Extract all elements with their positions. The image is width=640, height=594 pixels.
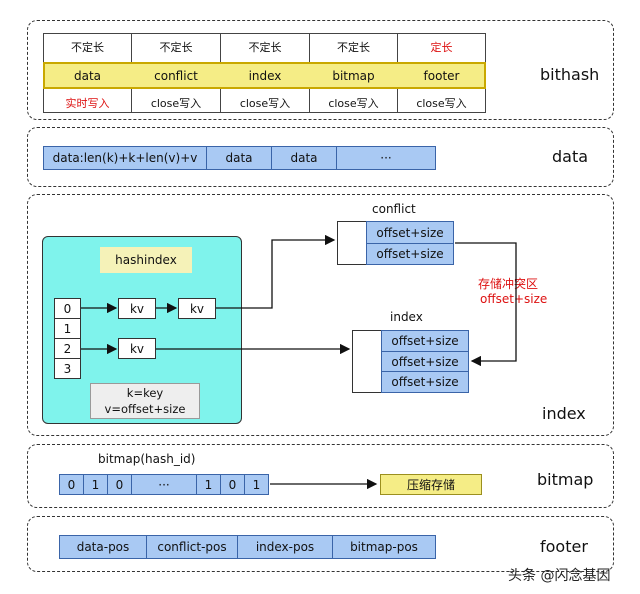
data-cell: data: [271, 146, 337, 170]
bithash-bottom-label: close写入: [150, 97, 202, 110]
index-row: offset+size: [381, 351, 469, 372]
footer-section: [27, 516, 614, 572]
index-section-label: index: [542, 404, 586, 423]
kv-node: kv: [118, 298, 156, 319]
bitmap-bit: 1: [196, 474, 221, 495]
data-cell: data: [206, 146, 272, 170]
bithash-cell-footer: footer: [423, 68, 460, 83]
bithash-top-label: 不定长: [71, 41, 104, 54]
footer-cell-conflict-pos: conflict-pos: [146, 535, 238, 559]
bithash-bottom-label: close写入: [239, 97, 291, 110]
bithash-section: [27, 20, 614, 120]
kv-node: kv: [178, 298, 216, 319]
data-section-label: data: [552, 147, 589, 166]
index-section: [27, 194, 614, 436]
bitmap-bit: 1: [83, 474, 108, 495]
bitmap-bit: 0: [107, 474, 132, 495]
bithash-cell-row: [43, 62, 486, 89]
bithash-cell-index: index: [248, 68, 282, 83]
footer-cell-bitmap-pos: bitmap-pos: [332, 535, 436, 559]
watermark-text: 头条 @闪念基因: [508, 568, 611, 584]
bithash-cell-conflict: conflict: [154, 68, 198, 83]
kv-legend: [90, 383, 200, 419]
footer-cell-data-pos: data-pos: [59, 535, 147, 559]
bitmap-bit: 1: [244, 474, 269, 495]
bitmap-bit: 0: [220, 474, 245, 495]
conflict-note-line1: 存储冲突区: [478, 277, 539, 291]
conflict-handle: [337, 221, 367, 265]
bithash-top-label: 不定长: [248, 41, 282, 54]
index-table-title: index: [390, 310, 423, 324]
bithash-top-label: 不定长: [159, 41, 193, 54]
conflict-row: offset+size: [366, 243, 454, 265]
bithash-section-label: bithash: [540, 65, 600, 84]
kv-node: kv: [118, 338, 156, 359]
arrow-conflict-index: [455, 242, 517, 367]
conflict-note-line2: offset+size: [480, 292, 548, 306]
footer-cell-index-pos: index-pos: [237, 535, 333, 559]
bitmap-section-label: bitmap: [537, 470, 594, 489]
bithash-top-label: 不定长: [337, 41, 370, 54]
bitmap-bit-ellipsis: ···: [131, 474, 197, 495]
conflict-row: offset+size: [366, 221, 454, 244]
bithash-top-line: [43, 33, 486, 34]
bithash-cell-bitmap: bitmap: [332, 68, 375, 83]
conflict-title: conflict: [372, 202, 416, 216]
index-row: offset+size: [381, 371, 469, 393]
bitmap-section: [27, 444, 614, 508]
compressed-storage: 压缩存储: [380, 474, 482, 495]
hashindex-title: hashindex: [100, 247, 192, 273]
kv-legend-line2: v=offset+size: [104, 402, 186, 416]
data-section: [27, 127, 614, 187]
bithash-top-label: 定长: [430, 41, 453, 54]
footer-section-label: footer: [540, 537, 588, 556]
hash-slot: 3: [54, 358, 81, 379]
bithash-bottom-label: 实时写入: [65, 97, 110, 110]
bitmap-title: bitmap(hash_id): [98, 452, 196, 466]
bithash-bottom-label: close写入: [416, 97, 467, 110]
bithash-cell-data: data: [73, 68, 102, 83]
data-cell-format: data:len(k)+k+len(v)+v: [43, 146, 207, 170]
kv-legend-line1: k=key: [126, 386, 164, 400]
bithash-bottom-label: close写入: [328, 97, 379, 110]
arrow-kv-conflict: [216, 234, 336, 309]
bitmap-bit: 0: [59, 474, 84, 495]
bithash-bottom-line: [43, 112, 486, 113]
data-cell-ellipsis: ···: [336, 146, 436, 170]
